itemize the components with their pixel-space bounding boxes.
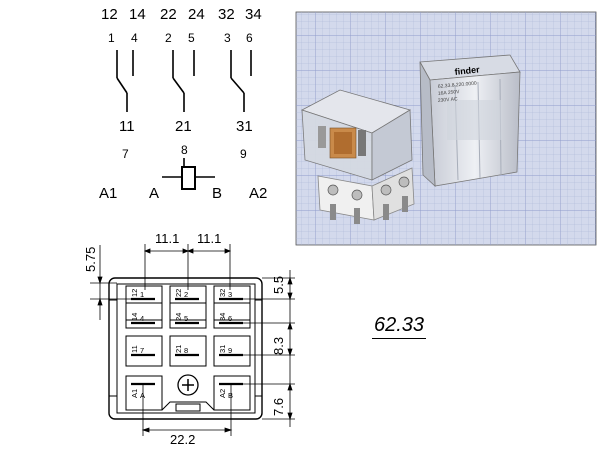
terminal-labels: 12 14 22 24 32 34 1 4 2 5 3 6 11 21 31 7… — [99, 6, 267, 202]
slot-label: B — [228, 391, 233, 400]
bottom-view-drawing — [90, 244, 295, 436]
pin-number: 6 — [246, 31, 253, 45]
slot-label: 32 — [218, 289, 227, 297]
relay-right: finder 62.33.8.220.0000 16A 250V 230V AC — [419, 54, 521, 187]
slot-label: 4 — [140, 314, 144, 323]
slot-label: 6 — [228, 314, 232, 323]
slot-label: 24 — [174, 313, 183, 321]
coil-label: A1 — [99, 185, 117, 202]
slot-label: 21 — [174, 345, 183, 353]
pin-number: 1 — [108, 31, 115, 45]
relay-left — [300, 89, 415, 224]
pin-number: 9 — [240, 147, 247, 161]
slot-label: 5 — [184, 314, 188, 323]
slot-label: 2 — [184, 290, 188, 299]
coil-label: B — [212, 185, 222, 202]
dimension-label: 7.6 — [271, 398, 286, 416]
pin-number: 4 — [131, 31, 138, 45]
dimension-label: 11.1 — [197, 231, 221, 246]
common-terminal-label: 21 — [175, 118, 192, 135]
slot-label: 12 — [130, 289, 139, 297]
pin-number: 5 — [188, 31, 195, 45]
slot-label: 7 — [140, 346, 144, 355]
photo-label-line: 230V AC — [438, 96, 459, 104]
slot-label: 3 — [228, 290, 232, 299]
slot-labels: 12 1 22 2 32 3 14 4 24 5 34 6 11 7 21 8 … — [130, 289, 233, 400]
dimension-label: 11.1 — [155, 231, 179, 246]
slot-label: A2 — [218, 389, 227, 398]
slot-label: 14 — [130, 313, 139, 321]
terminal-label: 24 — [188, 6, 205, 23]
slot-label: A — [140, 391, 145, 400]
dimension-label: 5.75 — [83, 247, 98, 272]
photo-label-line: 62.33.8.220.0000 — [438, 81, 478, 90]
dimension-label: 5.5 — [271, 276, 286, 294]
dimension-label: 22.2 — [170, 432, 195, 447]
slot-label: 8 — [184, 346, 188, 355]
pin-number: 8 — [181, 143, 188, 157]
common-terminal-label: 31 — [236, 118, 253, 135]
brand-logo: finder — [454, 64, 480, 77]
contact-schematic — [116, 50, 252, 190]
terminal-label: 12 — [101, 6, 118, 23]
terminal-label: 14 — [129, 6, 146, 23]
dimension-label: 8.3 — [271, 337, 286, 355]
slot-label: 9 — [228, 346, 232, 355]
pin-number: 2 — [165, 31, 172, 45]
pin-number: 7 — [122, 147, 129, 161]
pin-number: 3 — [224, 31, 231, 45]
coil-label: A — [149, 185, 159, 202]
dimension-labels: 11.1 11.1 5.75 5.5 8.3 7.6 22.2 — [83, 231, 286, 447]
slot-label: 11 — [130, 345, 139, 353]
slot-label: 34 — [218, 313, 227, 321]
terminal-label: 22 — [160, 6, 177, 23]
photo-label-line: 16A 250V — [438, 89, 461, 97]
slot-label: 1 — [140, 290, 144, 299]
slot-label: 31 — [218, 345, 227, 353]
relay-photo: finder 62.33.8.220.0000 16A 250V 230V AC — [295, 11, 597, 246]
common-terminal-label: 11 — [119, 118, 135, 135]
coil-label: A2 — [249, 185, 267, 202]
model-number: 62.33 — [372, 313, 427, 339]
slot-label: 22 — [174, 289, 183, 297]
slot-label: A1 — [130, 389, 139, 398]
terminal-label: 34 — [245, 6, 262, 23]
terminal-label: 32 — [218, 6, 235, 23]
